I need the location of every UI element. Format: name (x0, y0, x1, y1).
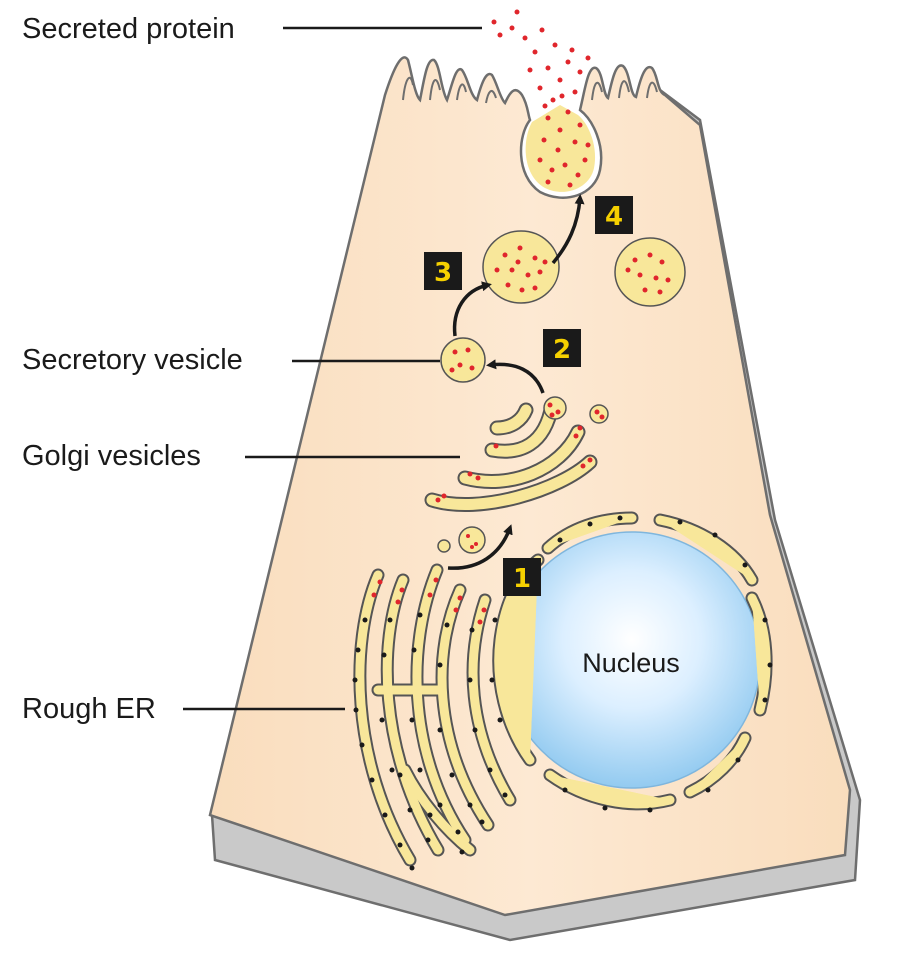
svg-text:3: 3 (434, 258, 452, 288)
secreted-protein-dots (491, 9, 591, 188)
svg-text:2: 2 (553, 335, 571, 365)
arrow-4 (551, 194, 585, 265)
label-golgi-vesicles: Golgi vesicles (22, 440, 201, 472)
golgi-apparatus (424, 397, 598, 512)
arrow-3 (452, 281, 492, 337)
svg-text:1: 1 (513, 564, 531, 594)
ribosomes (352, 515, 773, 871)
label-secretory-vesicle: Secretory vesicle (22, 344, 243, 376)
vesicle-protein-dots (449, 245, 671, 373)
step-1-marker: 1 (503, 558, 541, 596)
microvilli (402, 76, 658, 104)
pathway-arrows (447, 194, 585, 570)
step-4-marker: 4 (595, 196, 633, 234)
golgi-protein-dots (435, 402, 605, 503)
transport-vesicles (437, 526, 486, 554)
step-3-marker: 3 (424, 252, 462, 290)
nuclear-envelope (492, 511, 773, 811)
arrow-2 (486, 359, 545, 394)
label-secreted-protein: Secreted protein (22, 13, 235, 45)
er-protein-dots (371, 577, 487, 625)
step-2-marker: 2 (543, 329, 581, 367)
secretory-vesicles (440, 230, 686, 383)
rough-er (353, 563, 517, 867)
exocytosis-pit (525, 105, 596, 192)
nucleus-label: Nucleus (582, 648, 680, 678)
svg-text:4: 4 (605, 202, 623, 232)
label-rough-er: Rough ER (22, 693, 156, 725)
arrow-1 (447, 524, 513, 570)
